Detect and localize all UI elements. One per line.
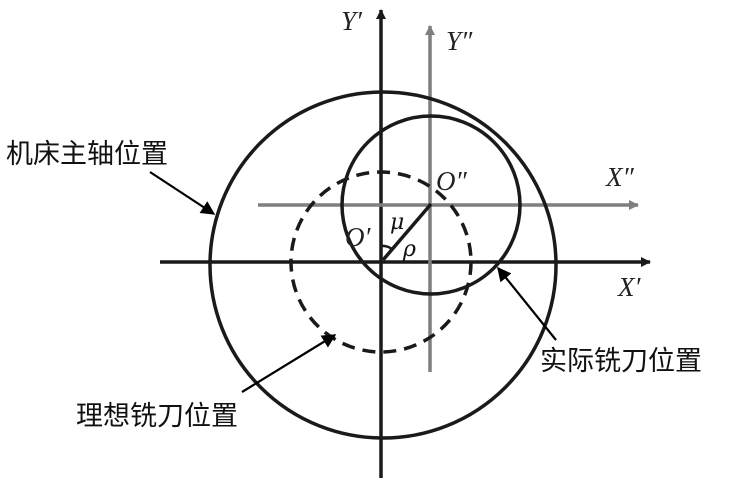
spindle-position-label: 机床主轴位置 — [6, 139, 168, 170]
spindle-position-circle — [208, 90, 558, 440]
o-double-prime-label: O″ — [436, 166, 467, 196]
angle-mu-arc — [380, 244, 394, 252]
secondary-axes — [258, 25, 639, 372]
ideal-cutter-label: 理想铣刀位置 — [76, 401, 238, 432]
primary-axes — [160, 9, 651, 478]
y-double-prime-label: Y″ — [446, 26, 473, 56]
o-prime-label: O′ — [345, 222, 371, 252]
actual-cutter-circle — [340, 114, 522, 296]
offset-vector — [381, 202, 433, 262]
actual-cutter-label: 实际铣刀位置 — [540, 346, 702, 377]
x-prime-label: X′ — [617, 272, 641, 302]
spindle-leader-arrow — [149, 171, 216, 215]
actual-leader-arrow — [497, 266, 557, 341]
ideal-cutter-circle — [289, 170, 473, 354]
y-prime-label: Y′ — [341, 6, 363, 36]
mu-symbol: μ — [390, 210, 404, 235]
x-double-prime-label: X″ — [605, 162, 634, 192]
rho-symbol: ρ — [402, 237, 416, 262]
ideal-leader-arrow — [241, 334, 337, 393]
